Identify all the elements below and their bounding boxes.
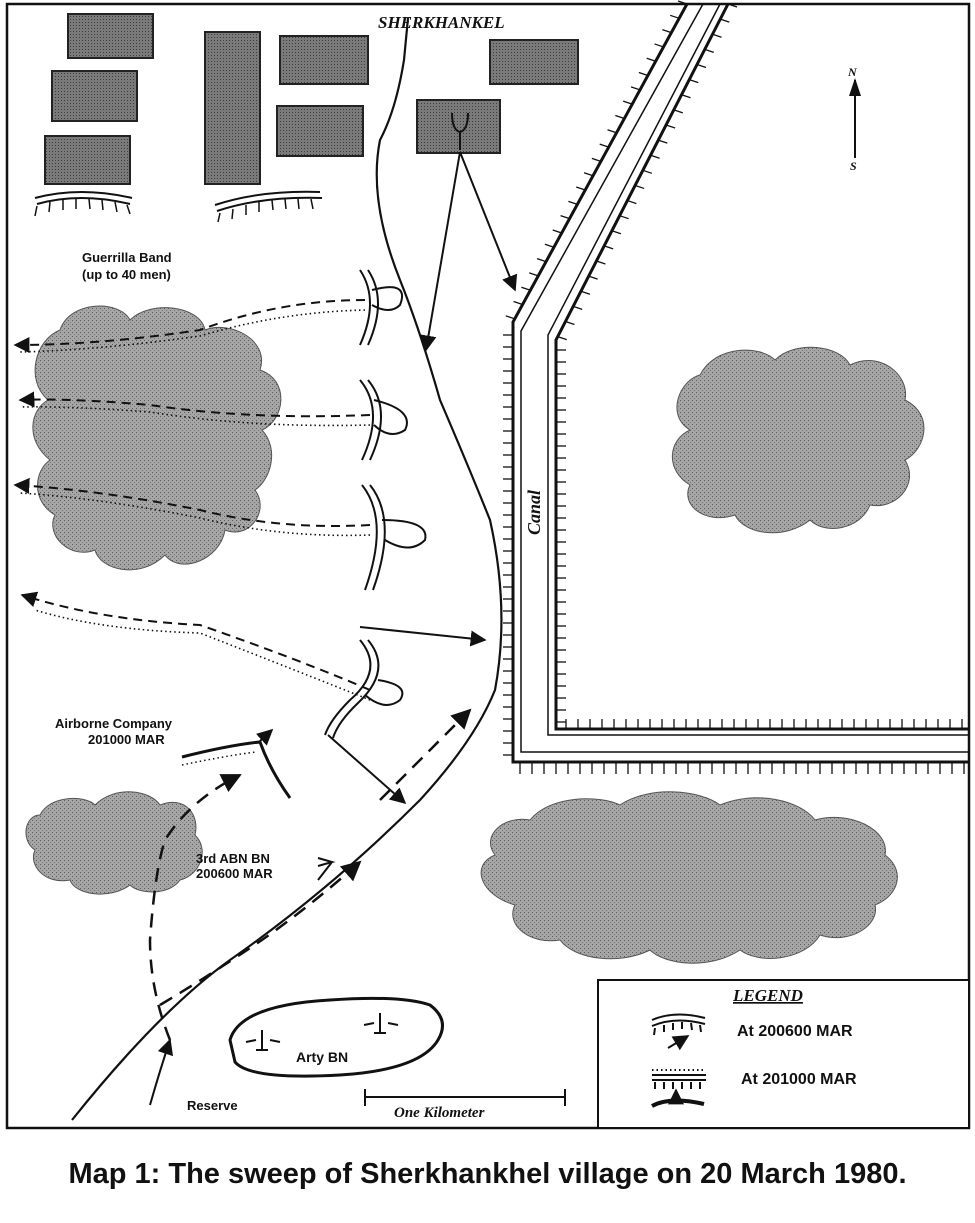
building: [51, 70, 138, 122]
canal-label: Canal: [524, 490, 544, 535]
command-post-icon: [451, 112, 469, 150]
airborne-label-2: 201000 MAR: [88, 732, 165, 747]
trench-hatching: [34, 198, 314, 223]
legend: LEGEND At 200600 MAR At 201000 MAR: [597, 979, 970, 1129]
village-buildings: [44, 13, 579, 185]
reserve-label: Reserve: [187, 1098, 238, 1113]
southwest-orchard: [25, 791, 203, 895]
command-arrows: [327, 151, 518, 805]
legend-symbol-201000: [651, 1069, 706, 1108]
command-post-building: [416, 99, 501, 154]
road: [71, 17, 503, 1121]
abn-bn-label-2: 200600 MAR: [196, 866, 273, 881]
canal: [511, 3, 968, 764]
building: [44, 135, 131, 185]
scale-bar: [364, 1089, 566, 1106]
scale-label: One Kilometer: [394, 1105, 485, 1121]
canal-hatching: [503, 0, 965, 774]
sweep-map: SHERKHANKEL N S Canal: [5, 0, 971, 1130]
abn-bn-label-1: 3rd ABN BN: [196, 851, 270, 866]
east-orchard: [671, 346, 925, 534]
artillery-icons: [245, 1013, 399, 1051]
building: [489, 39, 579, 85]
battalion-flag-icon: [317, 857, 336, 881]
village-trenches: [34, 190, 323, 212]
compass-south: S: [850, 159, 857, 173]
airborne-position: [181, 728, 292, 799]
building: [67, 13, 154, 59]
legend-item-1: At 200600 MAR: [737, 1023, 853, 1040]
legend-symbol-200600: [651, 1013, 706, 1051]
arty-position: [228, 996, 444, 1078]
compass: N S: [847, 65, 861, 173]
building: [279, 35, 369, 85]
guerrilla-positions: [324, 269, 427, 739]
southeast-orchard: [480, 791, 898, 964]
guerrilla-label-2: (up to 40 men): [82, 267, 171, 282]
north-arrow-icon: [849, 78, 861, 96]
legend-item-2: At 201000 MAR: [741, 1071, 857, 1088]
guerrilla-routes: [13, 299, 371, 701]
building: [204, 31, 261, 185]
village-name: SHERKHANKEL: [378, 13, 505, 32]
map-frame: [5, 2, 971, 1130]
compass-north: N: [847, 65, 858, 79]
reserve-arrow: [149, 1038, 174, 1106]
map-caption: Map 1: The sweep of Sherkhankhel village…: [68, 1158, 907, 1190]
guerrilla-label-1: Guerrilla Band: [82, 250, 172, 265]
airborne-label-1: Airborne Company: [55, 716, 173, 731]
village-orchard: [32, 305, 282, 571]
legend-title: LEGEND: [732, 986, 803, 1005]
vegetation: [25, 305, 925, 964]
building: [276, 105, 364, 157]
arty-label: Arty BN: [296, 1049, 348, 1065]
friendly-advance: [148, 708, 472, 1041]
